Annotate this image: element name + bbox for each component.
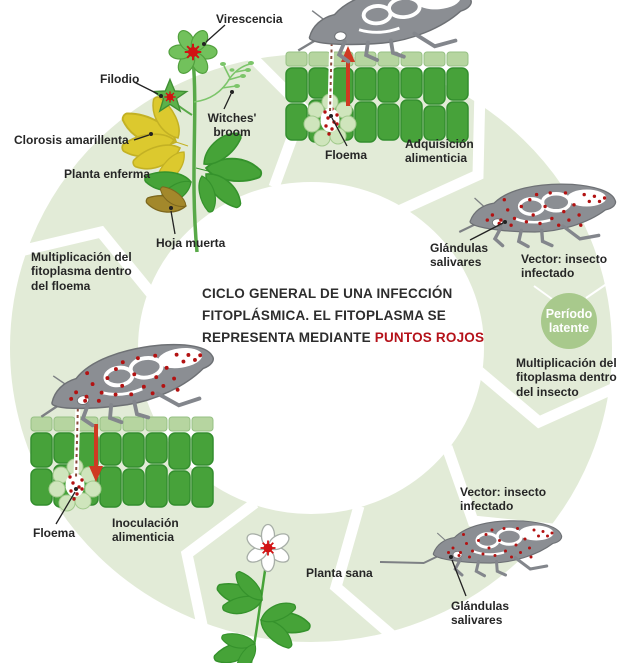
planta-sana-label: Planta sana xyxy=(306,566,373,580)
floema-top-pointer xyxy=(329,114,348,147)
title-line-2: FITOPLÁSMICA. EL FITOPLASMA SE xyxy=(202,308,447,323)
clorosis-pointer xyxy=(133,132,153,141)
floema-inoculation-label: Floema xyxy=(33,526,76,540)
floema-left-pointer xyxy=(55,487,78,525)
witches-broom-label: Witches' broom xyxy=(207,111,257,140)
title-line-3: REPRESENTA MEDIANTE PUNTOS ROJOS xyxy=(202,330,485,345)
sick-plant xyxy=(116,29,264,253)
virescencia-pointer xyxy=(202,24,226,46)
stylet-inoculation xyxy=(73,401,81,479)
witches-broom-pointer xyxy=(223,90,234,110)
insect-proboscis-to-plant xyxy=(379,561,425,564)
glandulas-right-label: Glándulas salivares xyxy=(430,241,489,270)
title-highlight: PUNTOS ROJOS xyxy=(374,330,485,345)
phyllody-flower xyxy=(151,77,189,113)
hoja-muerta-label: Hoja muerta xyxy=(156,236,226,250)
arrow-down-inoculation xyxy=(89,424,103,482)
chlorosis-yellow-leaves xyxy=(116,92,192,189)
latent-period-badge: Período latente xyxy=(541,293,597,349)
filodio-pointer xyxy=(133,81,163,98)
mult-insect-label: Multiplicación del fitoplasma dentro del… xyxy=(516,356,617,399)
planta-enferma-label: Planta enferma xyxy=(64,167,151,181)
healthy-flower xyxy=(246,523,290,573)
hoja-muerta-pointer xyxy=(169,206,176,235)
virescencia-label: Virescencia xyxy=(216,12,283,26)
glandulas-bottom-pointer xyxy=(449,555,467,597)
filodio-label: Filodio xyxy=(100,72,140,86)
virescencia-flower xyxy=(168,29,218,75)
mult-phloem-label: Multiplicación del fitoplasma dentro del… xyxy=(31,250,132,293)
vector-bottom-label: Vector: insecto infectado xyxy=(460,485,547,514)
inoculacion-label: Inoculación alimenticia xyxy=(112,516,179,545)
green-leaves xyxy=(142,127,264,214)
adquisicion-label: Adquisición alimenticia xyxy=(405,137,474,166)
glandulas-bottom-label: Glándulas salivares xyxy=(451,599,510,628)
latent-badge-connectors xyxy=(533,282,609,300)
glandulas-right-pointer xyxy=(469,220,507,241)
title-line-1: CICLO GENERAL DE UNA INFECCIÓN xyxy=(202,286,453,301)
healthy-plant xyxy=(211,523,313,663)
witches-broom xyxy=(193,63,251,103)
pointer-lines xyxy=(55,24,507,597)
clorosis-label: Clorosis amarillenta xyxy=(14,133,129,147)
diagram-title: CICLO GENERAL DE UNA INFECCIÓN FITOPLÁSM… xyxy=(202,283,494,349)
vector-right-label: Vector: insecto infectado xyxy=(521,252,608,281)
floema-acquisition-label: Floema xyxy=(325,148,368,162)
